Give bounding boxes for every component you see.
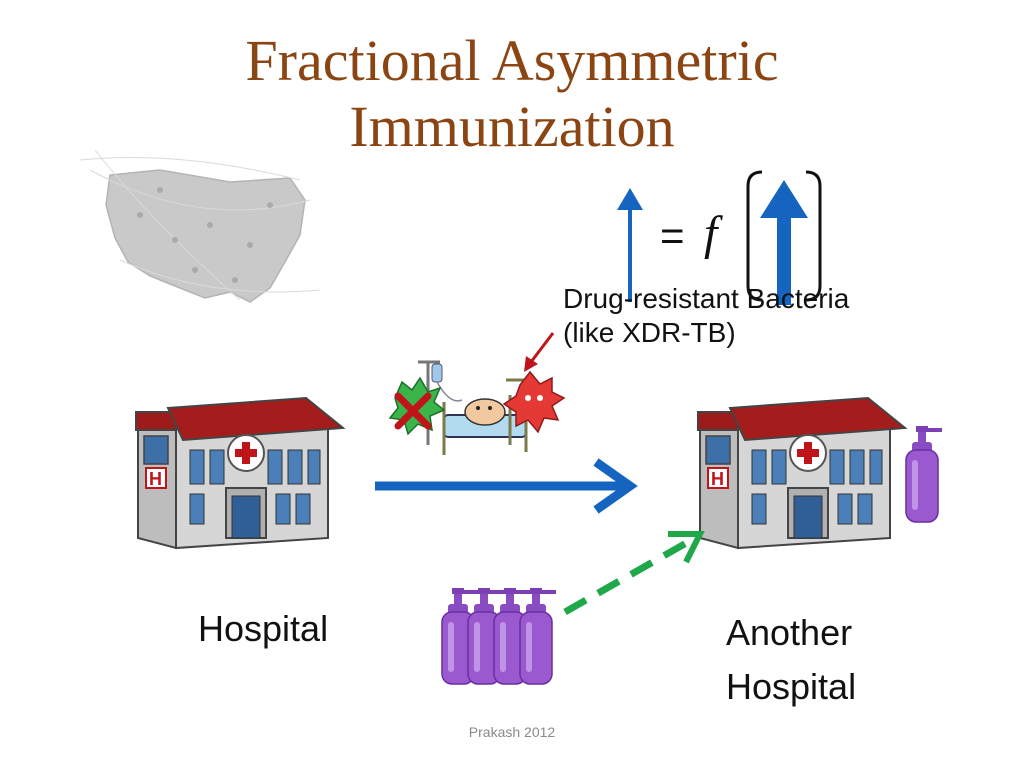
footer-credit: Prakash 2012: [468, 724, 556, 740]
another-label-line-1: Another: [726, 612, 853, 653]
hospital-building-icon: [135, 397, 344, 549]
drug-label-line-1: Drug-resistant Bacteria: [563, 283, 850, 314]
drug-resistant-label: Drug-resistant Bacteria (like XDR-TB): [563, 282, 849, 350]
small-up-arrow-icon: [617, 188, 643, 302]
right-bracket: [805, 170, 822, 302]
another-label-line-2: Hospital: [726, 666, 857, 707]
hospital-label: Hospital: [198, 608, 329, 649]
left-bracket: [746, 170, 763, 302]
soap-bottles-group-icon: [441, 587, 557, 685]
large-up-arrow-icon: [760, 180, 808, 305]
equals-sign: =: [660, 212, 685, 259]
title-line-1: Fractional Asymmetric: [245, 28, 779, 93]
title-line-2: Immunization: [349, 94, 675, 159]
drug-label-line-2: (like XDR-TB): [563, 317, 736, 348]
transfer-arrow-icon: [375, 458, 638, 514]
red-germ-icon: [502, 370, 566, 434]
slide-title: Fractional Asymmetric Immunization: [0, 28, 1024, 160]
red-pointer-arrow-icon: [524, 332, 555, 372]
function-symbol: f: [704, 207, 718, 260]
green-germ-crossed-icon: [388, 376, 446, 436]
another-hospital-building-icon: [697, 397, 906, 549]
us-network-map: [79, 149, 321, 303]
immunization-dashed-arrow-icon: [563, 531, 705, 616]
soap-bottle-icon: [905, 425, 943, 523]
another-hospital-label: Another Hospital: [726, 606, 856, 714]
